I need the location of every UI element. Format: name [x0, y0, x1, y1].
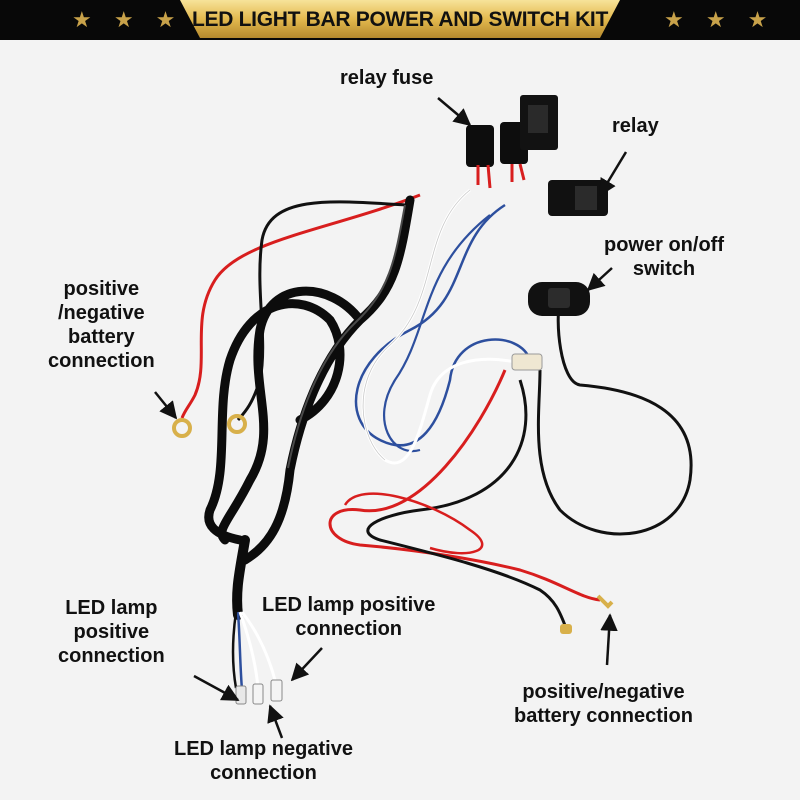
main-harness: [204, 195, 415, 565]
blue-wire-2: [383, 214, 491, 453]
blue-wire: [354, 203, 532, 447]
label-battery-right: positive/negative battery connection: [514, 681, 693, 727]
label-relay-fuse: relay fuse: [340, 67, 434, 89]
ring-terminal-left: [172, 418, 192, 438]
ring-terminal-right: [227, 414, 247, 434]
arrow-battery-left: [154, 391, 178, 420]
relay-label: [528, 105, 548, 133]
black-battery-wire: [366, 379, 568, 629]
arrow-battery-right: [600, 613, 618, 666]
main-harness-tail: [232, 535, 250, 620]
arrow-switch: [586, 267, 613, 292]
arrow-led-negative: [267, 704, 284, 739]
led-lead-white-2: [240, 611, 278, 685]
led-terminal-3: [270, 679, 283, 702]
title-banner: [180, 0, 620, 38]
led-lead-black: [231, 611, 238, 689]
label-led-positive-center: LED lamp positive connection: [262, 594, 436, 640]
arrow-led-positive-left: [193, 674, 240, 702]
switch-cable: [536, 299, 693, 536]
arrow-relay: [598, 151, 628, 197]
led-lead-white-1: [238, 611, 260, 689]
spade-terminal-right: [596, 594, 614, 609]
page-title: LED LIGHT BAR POWER AND SWITCH KIT: [192, 8, 608, 31]
led-terminal-2: [252, 683, 264, 705]
arrow-led-positive-center: [290, 647, 323, 682]
red-battery-wire-2: [343, 492, 484, 555]
spade-terminal-lower: [560, 624, 572, 634]
label-power-switch: power on/off switch: [604, 234, 724, 280]
inline-connector: [511, 353, 543, 371]
led-lead-blue: [236, 611, 244, 691]
arrow-relay-fuse: [437, 97, 472, 127]
power-switch-button: [548, 288, 570, 308]
red-battery-wire: [328, 369, 601, 602]
led-terminal-1: [235, 685, 247, 705]
star-decoration-left: ★ ★ ★: [72, 7, 184, 32]
star-decoration-right: ★ ★ ★: [664, 7, 776, 32]
white-wire-outline: [362, 189, 471, 461]
fuse-holder-left: [466, 125, 494, 167]
red-power-wire: [180, 193, 421, 419]
label-led-positive-left: LED lamp positive connection: [58, 597, 165, 667]
black-ground-wire: [236, 200, 406, 421]
white-wire: [361, 188, 516, 465]
label-battery-left: positive /negative battery connection: [48, 278, 155, 372]
harness-highlight: [287, 204, 406, 469]
label-led-negative: LED lamp negative connection: [174, 738, 353, 784]
relay-socket-label: [575, 186, 597, 210]
fuse-leads: [476, 163, 526, 189]
label-relay: relay: [612, 115, 659, 137]
